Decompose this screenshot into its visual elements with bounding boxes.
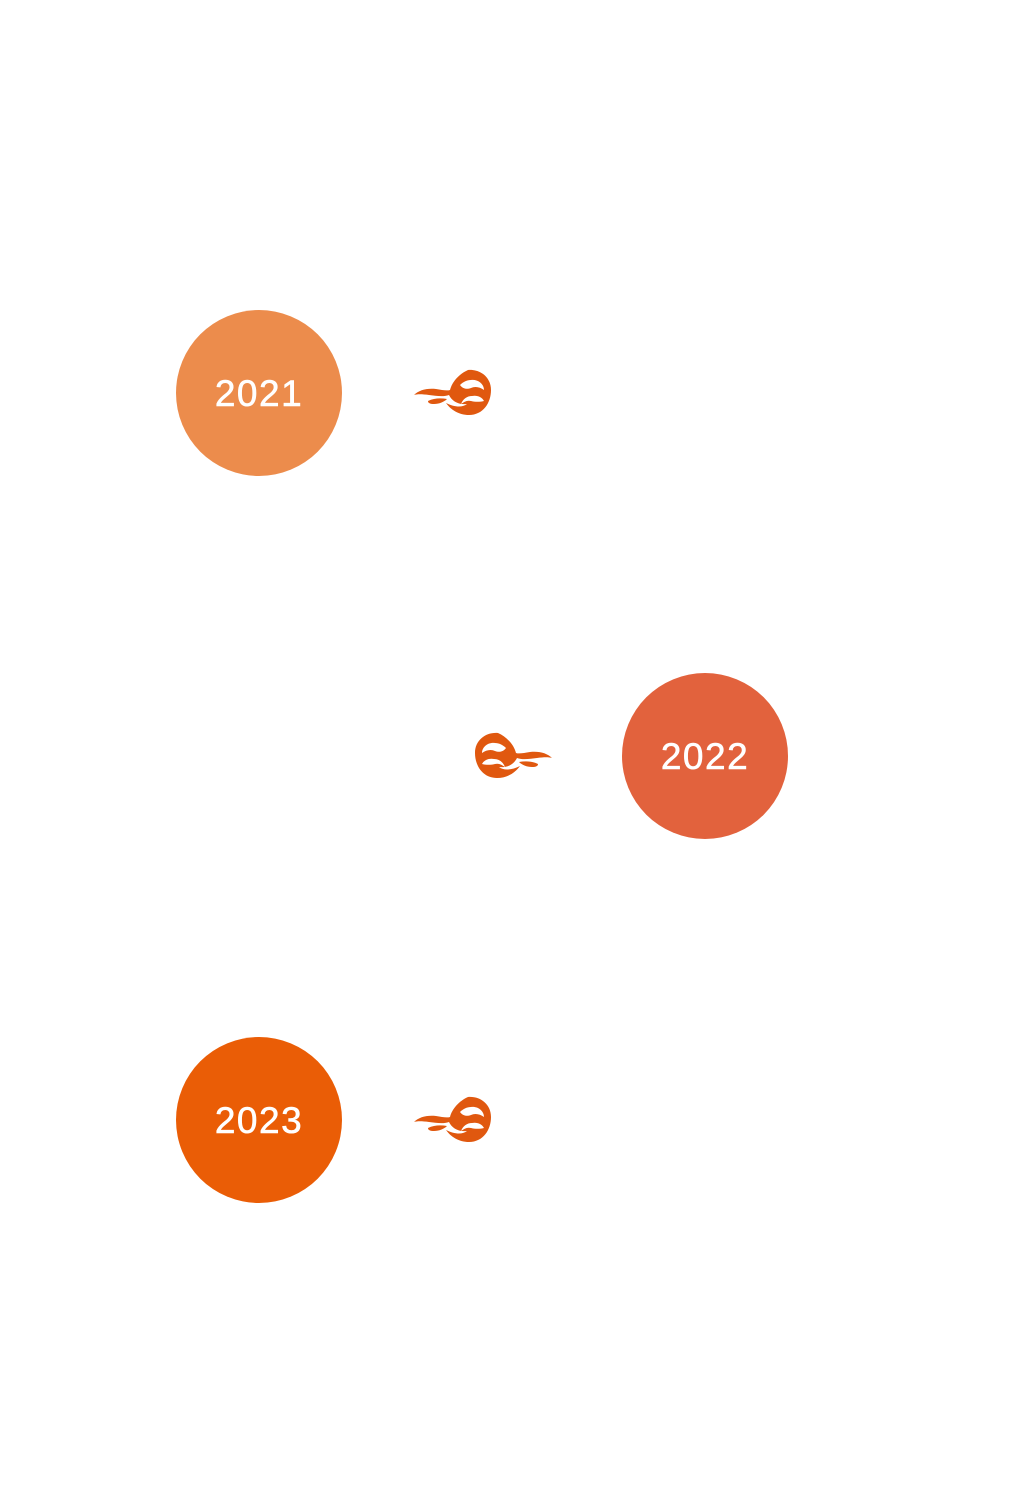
flame-icon xyxy=(474,731,552,781)
timeline-entry-2022: 2022 xyxy=(0,673,1020,839)
year-label: 2023 xyxy=(214,1099,304,1141)
flame-icon xyxy=(414,368,492,418)
timeline-entry-2023: 2023 xyxy=(0,1037,1020,1203)
year-circle: 2022 xyxy=(622,673,788,839)
year-circle: 2021 xyxy=(176,310,342,476)
year-label: 2022 xyxy=(660,735,750,777)
flame-icon xyxy=(414,1095,492,1145)
year-circle: 2023 xyxy=(176,1037,342,1203)
year-label: 2021 xyxy=(214,372,304,414)
timeline-entry-2021: 2021 xyxy=(0,310,1020,476)
